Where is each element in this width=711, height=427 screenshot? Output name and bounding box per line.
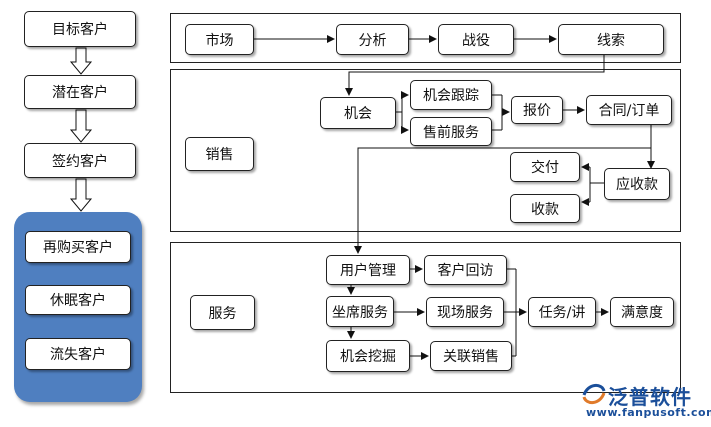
receivable-node: 应收款 [604,168,670,200]
call-center-service-node: 坐席服务 [326,296,394,327]
contract-order-node: 合同/订单 [586,95,672,125]
service-section-label: 服务 [190,295,255,330]
related-sales-node: 关联销售 [430,341,512,371]
satisfaction-node: 满意度 [610,297,674,327]
opportunity-tracking-node: 机会跟踪 [410,80,492,110]
opportunity-mining-node: 机会挖掘 [326,340,410,372]
leads-node: 线索 [558,24,664,55]
opportunity-node: 机会 [320,97,396,129]
brand-name: 泛普软件 [608,385,692,409]
quote-node: 报价 [511,96,563,124]
delivery-node: 交付 [510,152,580,182]
rebuy-customer-node: 再购买客户 [25,231,131,263]
lost-customer-node: 流失客户 [25,338,131,370]
market-node: 市场 [185,24,254,55]
signed-customer-node: 签约客户 [24,143,136,178]
target-customer-node: 目标客户 [24,11,136,47]
sales-section-label: 销售 [185,137,254,171]
brand-logo: 泛普软件 www.fanpusoft.com [578,381,711,423]
analysis-node: 分析 [336,24,409,55]
user-management-node: 用户管理 [326,255,410,285]
customer-revisit-node: 客户回访 [424,255,507,285]
presales-service-node: 售前服务 [410,117,492,146]
onsite-service-node: 现场服务 [426,297,504,327]
task-node: 任务/讲 [528,297,596,327]
collection-node: 收款 [510,194,580,223]
potential-customer-node: 潜在客户 [24,75,136,109]
dormant-customer-node: 休眠客户 [25,285,131,315]
brand-mark-icon [582,384,606,404]
tactics-node: 战役 [438,24,514,55]
brand-url: www.fanpusoft.com [586,406,711,419]
